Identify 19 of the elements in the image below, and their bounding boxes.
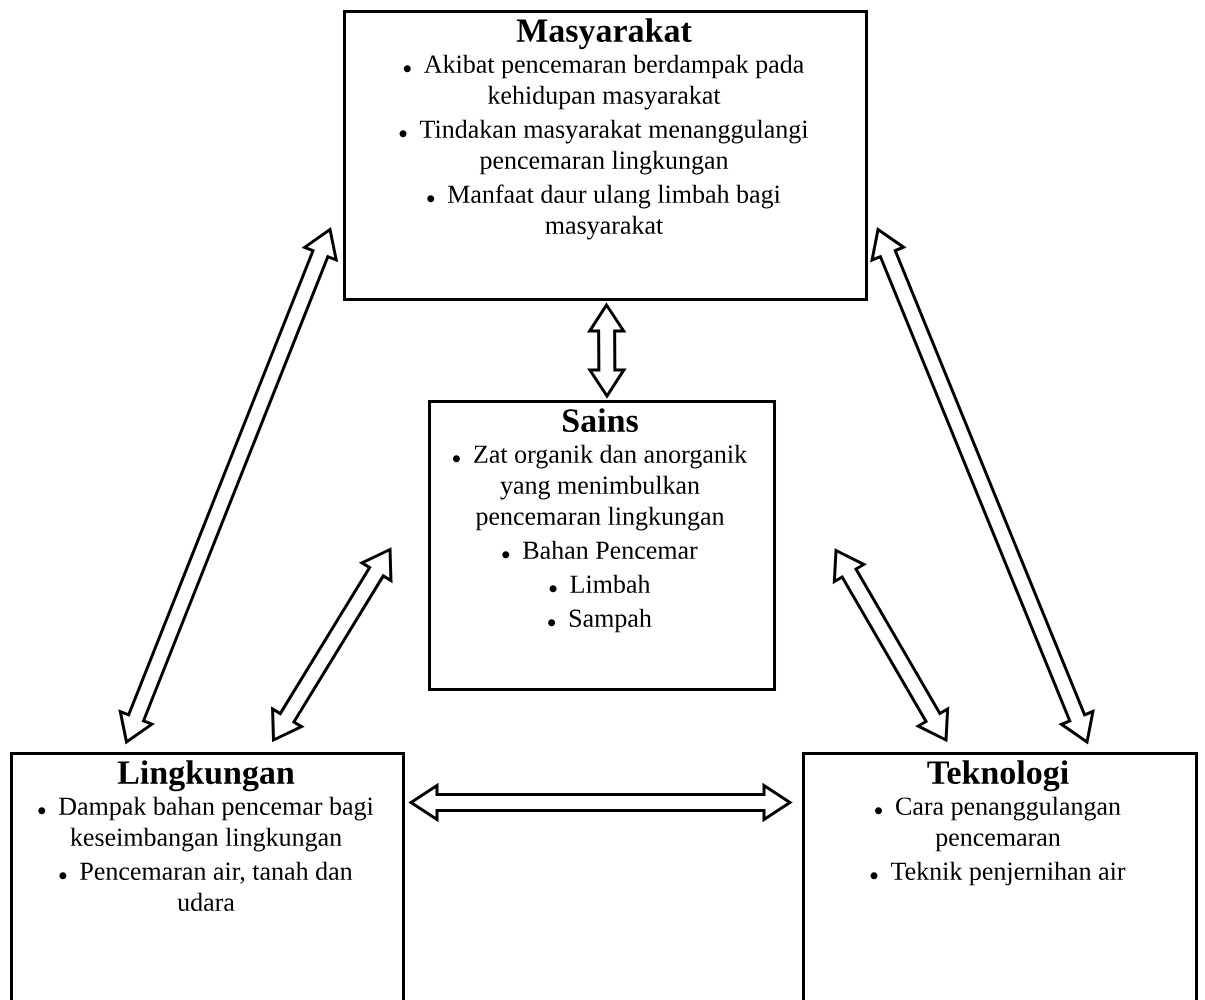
node-label: Dampak bahan pencemar bagi keseimbangan lingkungan bbox=[59, 796, 374, 852]
node-label: Teknik penjernihan air bbox=[890, 861, 1126, 886]
node-label: Cara penanggulangan pencemaran bbox=[896, 796, 1121, 852]
concept-box bbox=[10, 752, 405, 1000]
node-label: Sains bbox=[563, 408, 638, 433]
concept-box bbox=[428, 400, 776, 691]
node-label: Manfaat daur ulang limbah bagi masyarakat bbox=[447, 184, 781, 240]
node-label: Sampah bbox=[569, 608, 652, 633]
node-label: Tindakan masyarakat menanggulangi pencemaran lingkungan bbox=[420, 119, 809, 175]
concept-box bbox=[802, 752, 1198, 1000]
node-label: Akibat pencemaran berdampak pada kehidupan masyarakat bbox=[424, 54, 804, 110]
node-label: Limbah bbox=[570, 574, 651, 594]
node-label: Pencemaran air, tanah dan udara bbox=[80, 861, 353, 912]
node-label: Teknologi bbox=[927, 760, 1069, 792]
node-label: Lingkungan bbox=[117, 760, 295, 792]
node-label: Zat organik dan anorganik yang menimbulkan pencemaran lingkungan bbox=[474, 444, 748, 531]
node-label: Bahan Pencemar bbox=[523, 540, 698, 560]
concept-box bbox=[343, 10, 868, 301]
node-label: Masyarakat bbox=[516, 18, 692, 50]
